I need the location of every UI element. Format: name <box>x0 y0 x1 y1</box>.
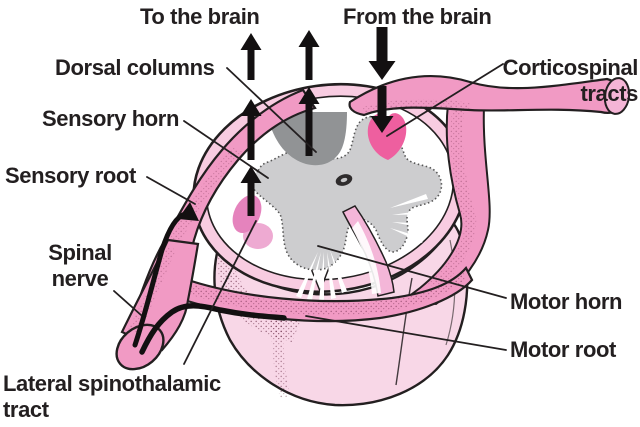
leader-dorsal-columns <box>226 67 317 153</box>
central-canal-lumen <box>340 177 348 183</box>
stipple-texture <box>183 272 466 316</box>
down-arrow <box>368 27 396 80</box>
leader-spinal-nerve <box>113 290 142 316</box>
leader-lateral-spinothalamic <box>183 220 257 365</box>
label-sensory-horn: Sensory horn <box>42 106 180 131</box>
up-arrow <box>240 99 262 160</box>
leader-motor-horn <box>317 245 507 299</box>
motor-fiber <box>139 303 287 355</box>
up-arrow <box>298 87 320 156</box>
label-dorsal-columns: Dorsal columns <box>55 55 215 80</box>
label-lateral-spinothalamic-tract: Lateral spinothalamic tract <box>3 371 221 423</box>
label-sensory-root: Sensory root <box>5 163 136 188</box>
nerve-fibers <box>132 202 287 355</box>
body-seam-line <box>395 277 413 386</box>
label-corticospinal-tracts: Corticospinal tracts <box>502 55 639 107</box>
down-arrow <box>370 86 394 133</box>
up-arrow <box>298 30 320 80</box>
section-interior <box>232 112 443 301</box>
ascending-arrows <box>240 30 320 216</box>
descending-arrows <box>368 27 396 133</box>
leader-sensory-root <box>146 176 196 205</box>
label-to-the-brain: To the brain <box>140 4 260 29</box>
leader-motor-root <box>305 315 507 351</box>
label-spinal-nerve: Spinal nerve <box>48 240 112 292</box>
motor-rootlet-lumen <box>352 221 381 294</box>
label-motor-root: Motor root <box>510 337 616 362</box>
label-from-the-brain: From the brain <box>343 4 492 29</box>
vessel <box>348 74 631 306</box>
leader-corticospinal <box>386 63 504 137</box>
stipple-texture <box>360 99 470 114</box>
leader-sensory-horn <box>183 120 269 179</box>
up-arrow <box>240 33 262 80</box>
sensory-fiber <box>132 211 188 348</box>
up-arrow <box>240 166 262 216</box>
label-motor-horn: Motor horn <box>510 289 623 314</box>
leader-lines <box>113 63 507 365</box>
sensory-fiber-arrowhead <box>178 202 199 221</box>
stipple-texture <box>271 300 290 398</box>
white-matter-streaks <box>296 194 432 301</box>
vessel-cut-end <box>603 77 631 115</box>
stipple-texture <box>428 110 477 290</box>
